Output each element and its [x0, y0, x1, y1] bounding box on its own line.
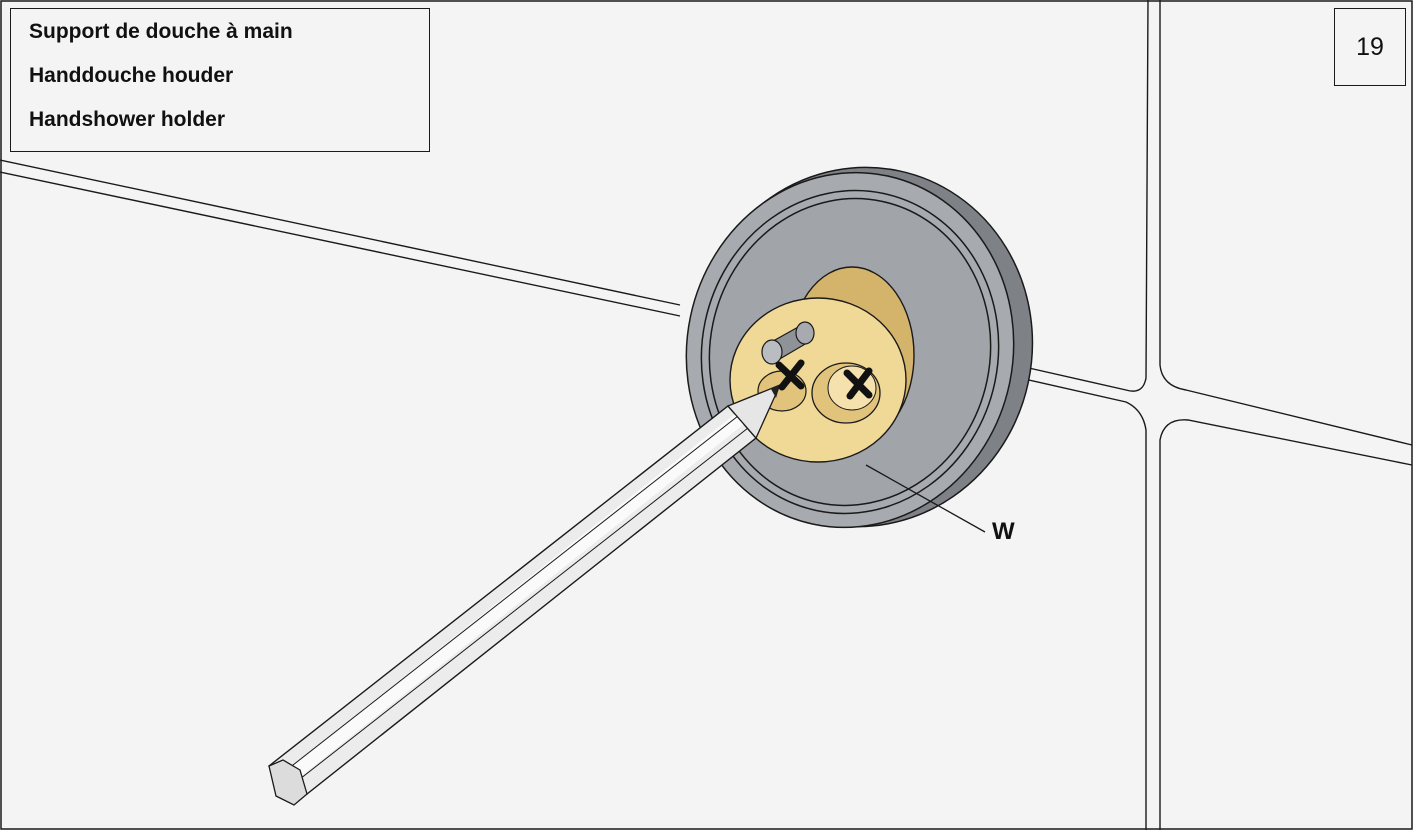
drill-marks: [775, 359, 873, 400]
title-dutch: Handdouche houder: [29, 64, 234, 87]
page-number: 19: [1334, 8, 1406, 86]
grout-line-right-b: [1159, 419, 1413, 830]
title-french: Support de douche à main: [29, 20, 293, 43]
title-english: Handshower holder: [29, 108, 226, 131]
grout-line-right-a: [1159, 0, 1413, 446]
callout-leader-line: [865, 464, 986, 533]
title-box: Support de douche à main Handdouche houd…: [10, 8, 430, 152]
grout-line-left-a: [0, 159, 681, 306]
x-mark-icon: [775, 359, 805, 391]
callout-label-w: W: [992, 518, 1015, 545]
grout-line-corner-a: [1019, 0, 1149, 392]
grout-line-corner-b: [1019, 377, 1147, 830]
pencil-icon: [267, 383, 782, 806]
grout-line-left-b: [0, 171, 681, 317]
x-mark-icon: [843, 367, 873, 400]
